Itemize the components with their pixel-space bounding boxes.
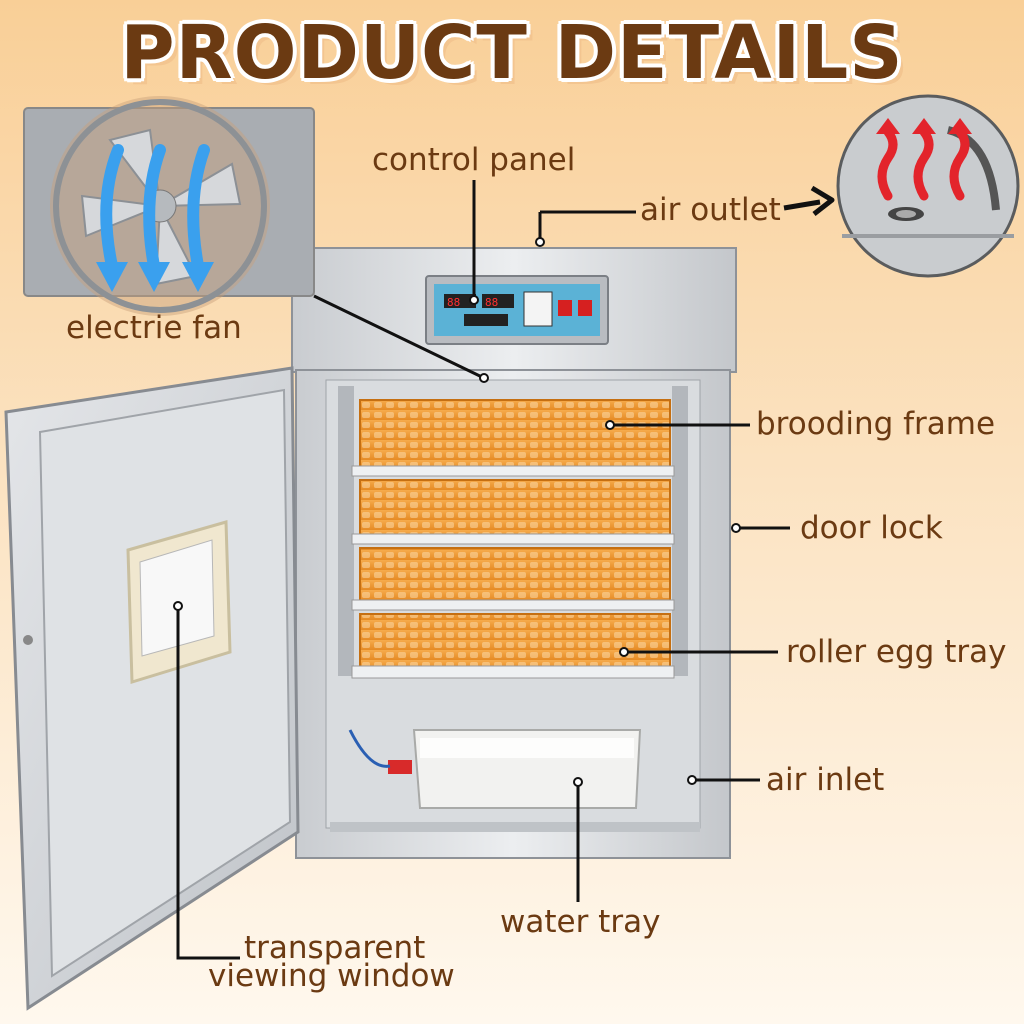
label-water-tray: water tray — [500, 904, 661, 940]
page-title: PRODUCT DETAILS — [120, 10, 904, 96]
fan-airflow-arrows — [100, 144, 210, 272]
label-roller-egg-tray: roller egg tray — [786, 634, 1007, 670]
air-outlet-inset — [836, 94, 1020, 278]
water-tray — [348, 729, 642, 809]
label-door-lock: door lock — [800, 510, 943, 546]
cabinet-body — [295, 369, 731, 859]
label-air-inlet: air inlet — [766, 762, 885, 798]
label-viewing-window-line1: transparent — [244, 930, 426, 966]
label-brooding-frame: brooding frame — [756, 406, 996, 442]
label-control-panel: control panel — [372, 142, 576, 178]
label-viewing-window-line2: viewing window — [208, 958, 455, 994]
label-electric-fan: electrie fan — [66, 310, 242, 346]
label-air-outlet: air outlet — [640, 192, 781, 228]
outlet-arrow — [783, 185, 835, 216]
open-door — [4, 366, 300, 1011]
cabinet-top: 88 88 — [291, 247, 737, 373]
svg-text:88: 88 — [485, 296, 498, 309]
egg-trays — [351, 399, 675, 679]
svg-text:88: 88 — [447, 296, 460, 309]
fan-inset — [23, 96, 315, 316]
leader-lines — [176, 180, 790, 960]
heat-arrows — [877, 127, 970, 201]
